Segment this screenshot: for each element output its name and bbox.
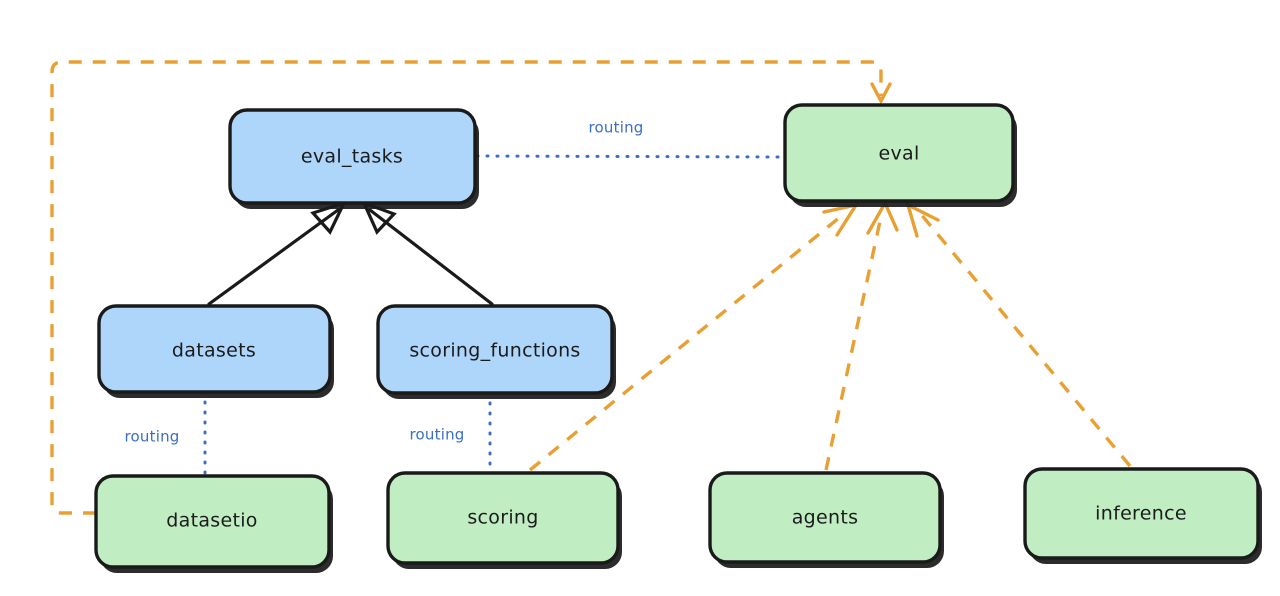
edge-label-routing-datasets: routing bbox=[125, 428, 180, 446]
node-datasetio-label: datasetio bbox=[166, 510, 257, 532]
edge-agents-to-eval bbox=[824, 199, 899, 471]
edge-label-routing-scoring-functions: routing bbox=[410, 426, 465, 444]
node-agents-label: agents bbox=[792, 507, 859, 529]
edge-datasets-to-eval-tasks bbox=[207, 200, 348, 306]
node-scoring-shape bbox=[386, 471, 620, 565]
node-eval-shape bbox=[783, 103, 1015, 203]
edge-scoring-functions-to-eval-tasks bbox=[360, 200, 494, 306]
edge-label-layer: routing routing routing bbox=[125, 119, 644, 446]
node-inference-shape bbox=[1023, 467, 1260, 560]
node-eval-label: eval bbox=[878, 143, 919, 165]
node-inference[interactable]: inference bbox=[1023, 467, 1262, 564]
edge-datasetio-to-eval bbox=[50, 60, 892, 515]
node-eval-tasks-label: eval_tasks bbox=[301, 146, 403, 168]
edge-eval-tasks-to-eval bbox=[475, 154, 785, 159]
node-eval-tasks[interactable]: eval_tasks bbox=[228, 108, 479, 209]
node-scoring-functions-shape bbox=[376, 304, 614, 395]
edge-label-routing-eval-tasks: routing bbox=[589, 119, 644, 137]
node-datasets-shape bbox=[97, 304, 332, 394]
node-inference-label: inference bbox=[1095, 503, 1187, 525]
node-datasetio-shape bbox=[94, 474, 331, 569]
node-datasetio[interactable]: datasetio bbox=[94, 474, 333, 573]
node-scoring[interactable]: scoring bbox=[386, 471, 622, 569]
node-scoring-functions-label: scoring_functions bbox=[409, 340, 580, 362]
node-scoring-functions[interactable]: scoring_functions bbox=[376, 304, 616, 399]
node-datasets-label: datasets bbox=[172, 340, 256, 362]
node-agents-shape bbox=[708, 471, 942, 564]
edge-inference-to-eval bbox=[905, 201, 1132, 468]
node-eval[interactable]: eval bbox=[783, 103, 1017, 207]
node-agents[interactable]: agents bbox=[708, 471, 944, 568]
edge-layer bbox=[50, 60, 1132, 515]
node-datasets[interactable]: datasets bbox=[97, 304, 334, 398]
node-eval-tasks-shape bbox=[228, 108, 477, 205]
node-scoring-label: scoring bbox=[467, 507, 538, 529]
